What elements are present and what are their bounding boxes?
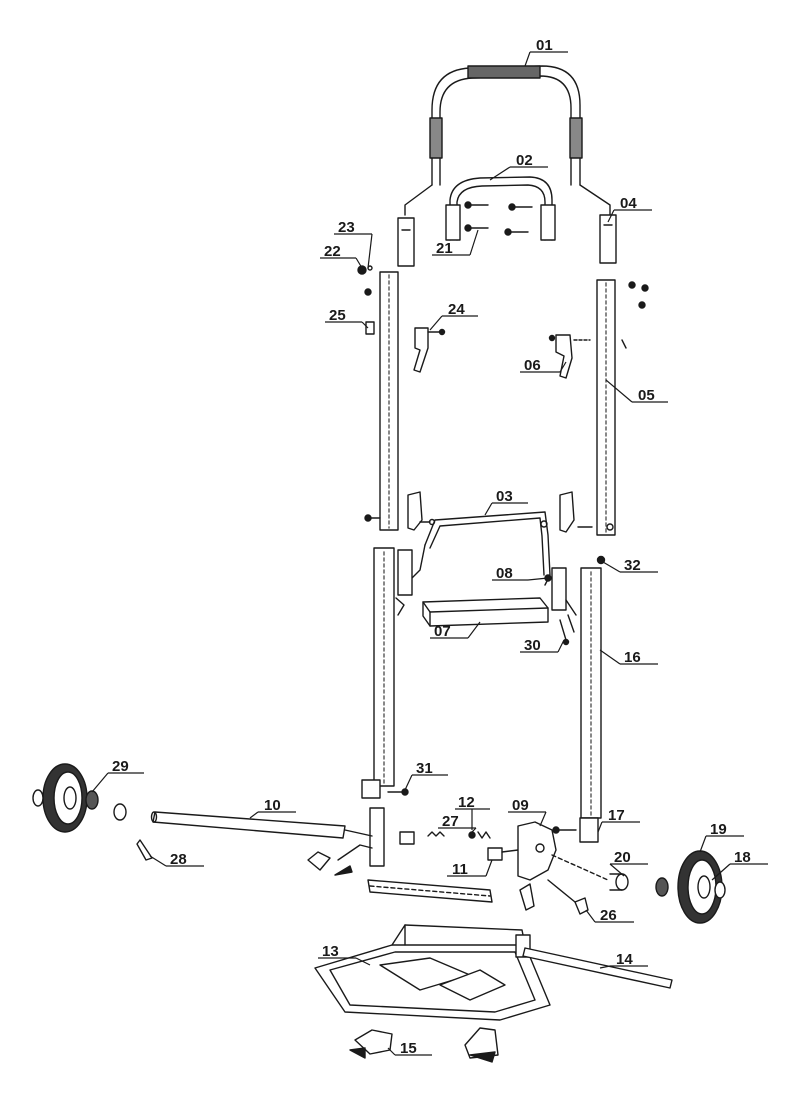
label-18: 18 — [734, 849, 751, 866]
part-08-bracket — [545, 568, 576, 615]
label-27: 27 — [442, 813, 459, 830]
part-28-cotter-pin — [137, 840, 152, 860]
part-15-feet — [350, 1028, 498, 1062]
part-11-latch — [488, 848, 518, 860]
label-05: 05 — [638, 387, 655, 404]
label-28: 28 — [170, 851, 187, 868]
label-10: 10 — [264, 797, 281, 814]
label-30: 30 — [524, 637, 541, 654]
label-02: 02 — [516, 152, 533, 169]
part-09-side-plate — [518, 822, 556, 910]
label-01: 01 — [536, 37, 553, 54]
label-09: 09 — [512, 797, 529, 814]
part-labels: 01 02 03 04 05 06 07 08 09 10 11 12 13 1… — [112, 37, 751, 1057]
label-04: 04 — [620, 195, 637, 212]
part-01-top-handle — [405, 66, 610, 215]
mid-rail-brackets — [365, 492, 613, 532]
label-19: 19 — [710, 821, 727, 838]
part-03-lever-frame — [410, 512, 550, 585]
label-21: 21 — [436, 240, 453, 257]
part-24-latch-left — [414, 328, 445, 372]
part-13-base-plate — [315, 925, 550, 1020]
part-21-bolts — [465, 202, 532, 235]
label-12: 12 — [458, 794, 475, 811]
part-14-rod — [523, 948, 672, 988]
label-20: 20 — [614, 849, 631, 866]
label-29: 29 — [112, 758, 129, 775]
label-26: 26 — [600, 907, 617, 924]
label-03: 03 — [496, 488, 513, 505]
label-13: 13 — [322, 943, 339, 960]
part-16-lower-rails — [374, 548, 601, 818]
part-26-bolt — [548, 880, 588, 914]
part-12-27-spring — [400, 832, 490, 844]
label-32: 32 — [624, 557, 641, 574]
label-17: 17 — [608, 807, 625, 824]
label-24: 24 — [448, 301, 465, 318]
part-19-right-wheel — [656, 851, 725, 923]
part-02-inner-bracket — [446, 177, 555, 240]
part-29-left-wheel — [33, 764, 126, 832]
label-22: 22 — [324, 243, 341, 260]
base-lower-crossbar — [368, 880, 492, 902]
part-10-axle — [152, 812, 346, 838]
part-31-bolt — [362, 780, 408, 798]
part-05-upper-rails — [380, 272, 615, 535]
part-22-23-25-fasteners — [358, 266, 648, 348]
label-08: 08 — [496, 565, 513, 582]
part-30-pins — [560, 615, 574, 645]
label-25: 25 — [329, 307, 346, 324]
leader-lines — [91, 51, 768, 1056]
part-32-nut — [598, 557, 605, 564]
label-06: 06 — [524, 357, 541, 374]
label-07: 07 — [434, 623, 451, 640]
base-side-bracket-left — [308, 808, 384, 875]
part-20-bushing — [552, 855, 628, 890]
label-23: 23 — [338, 219, 355, 236]
part-07-cross-bar — [423, 598, 548, 626]
label-11: 11 — [452, 861, 468, 878]
part-04-top-clamps — [398, 215, 616, 266]
part-06-latch-right — [550, 335, 591, 378]
label-31: 31 — [416, 760, 433, 777]
label-14: 14 — [616, 951, 633, 968]
label-15: 15 — [400, 1040, 417, 1057]
part-17-foot-block — [553, 818, 598, 842]
label-16: 16 — [624, 649, 641, 666]
